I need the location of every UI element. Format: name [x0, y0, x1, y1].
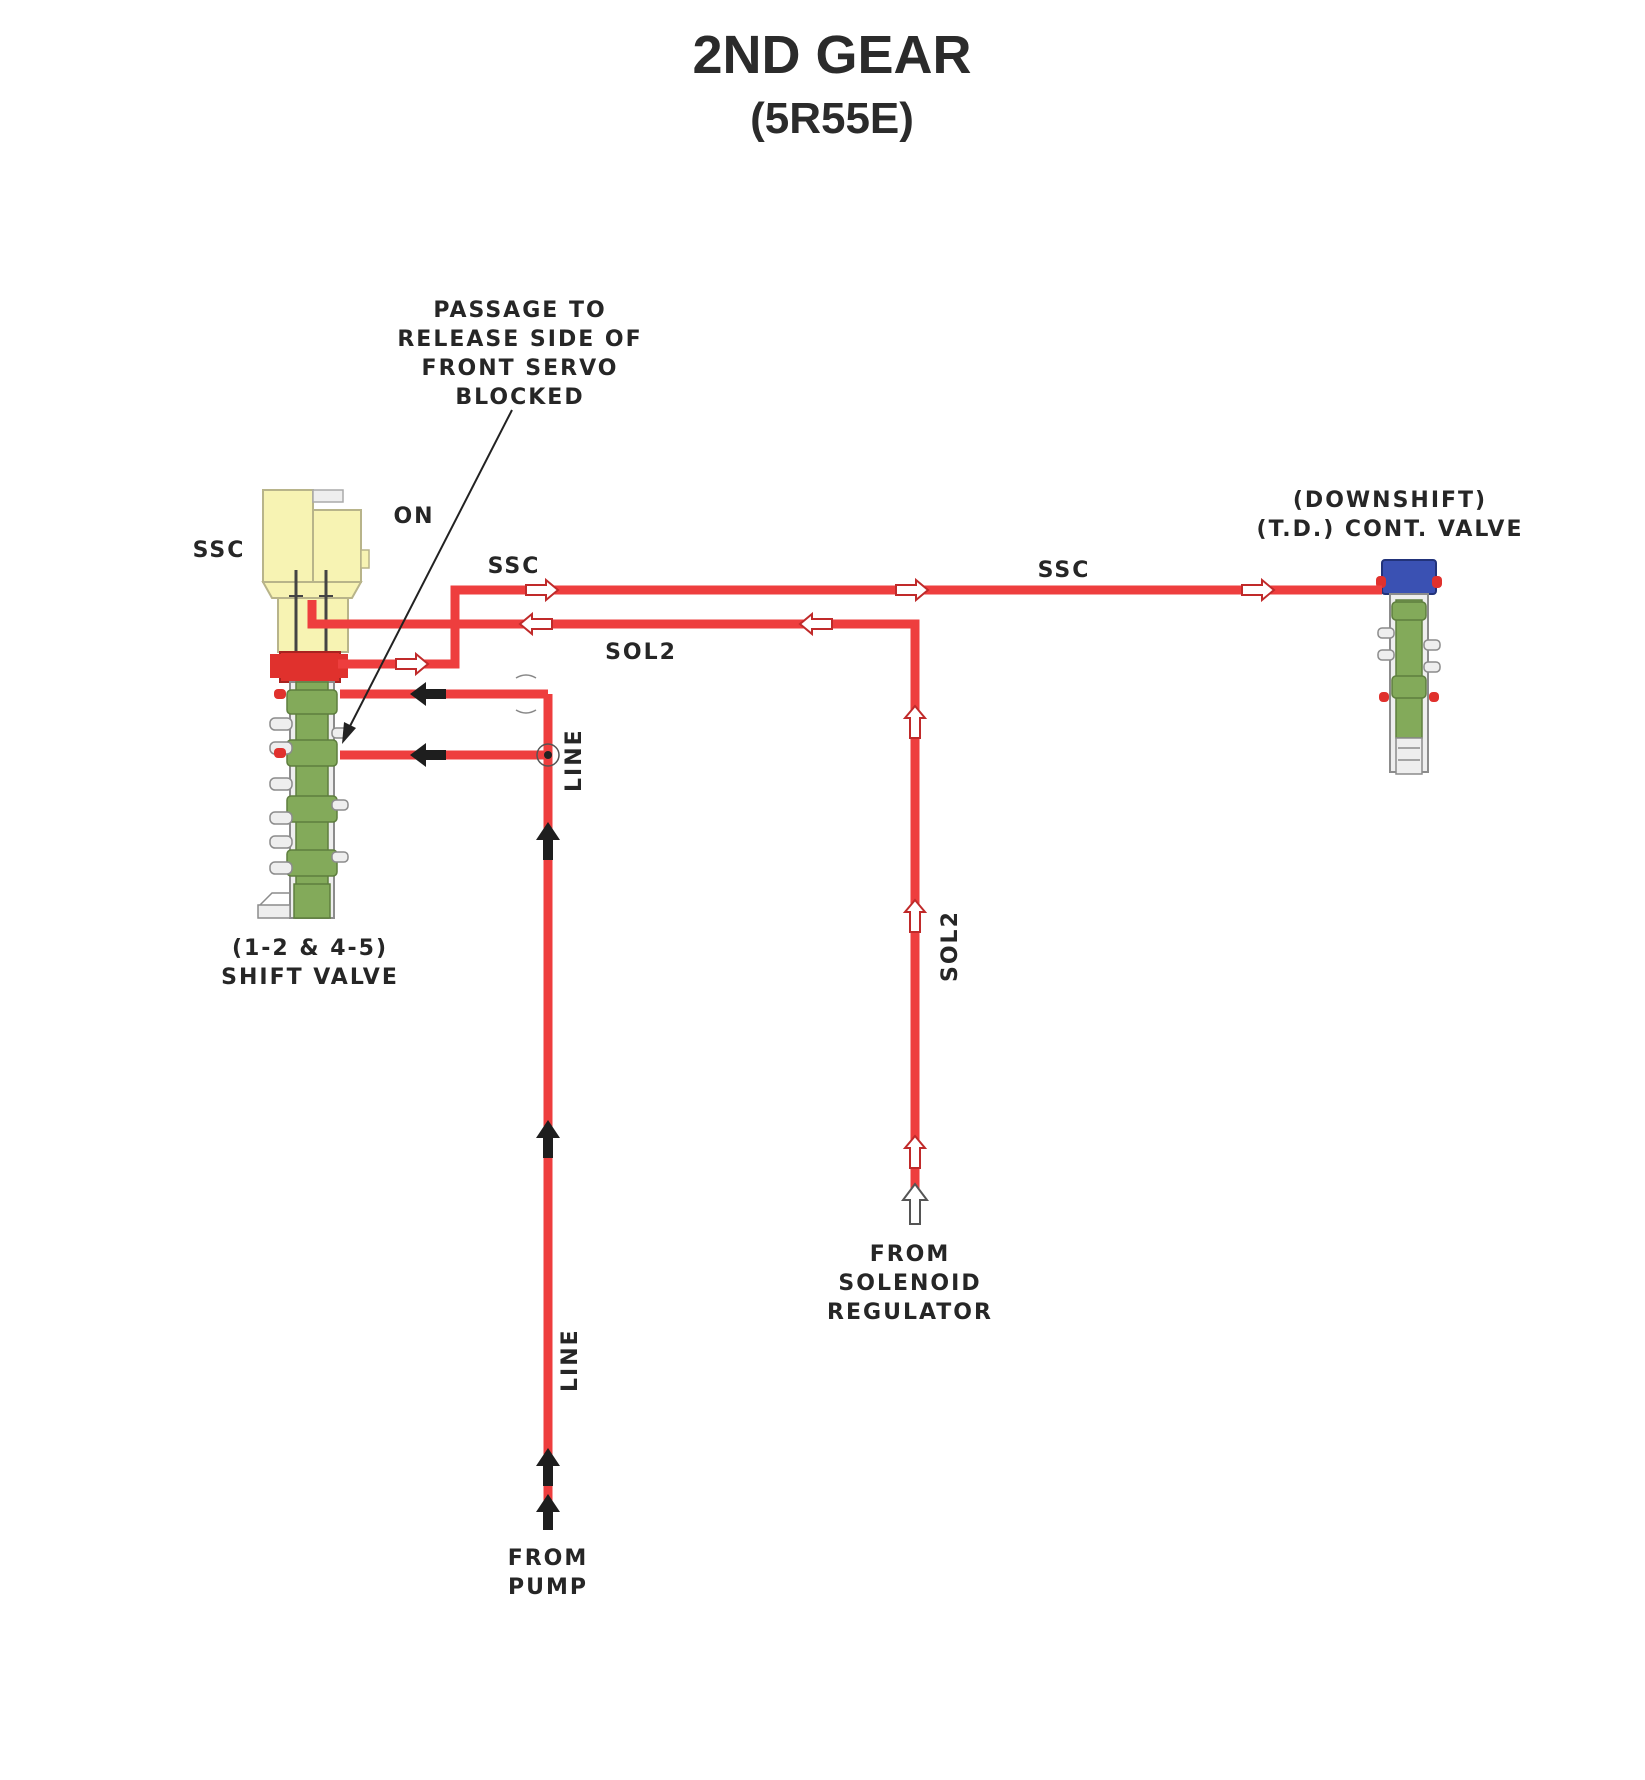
callout-line-4: BLOCKED — [455, 385, 585, 410]
sol2-arrow-5 — [902, 1134, 928, 1169]
sol2-arrow-4 — [902, 898, 928, 933]
passage-blocked-stub — [515, 674, 560, 767]
sol2-inlet-arrow — [901, 1182, 929, 1225]
line-arrow-v3 — [536, 1448, 560, 1486]
line-arrow-v1 — [536, 822, 560, 860]
flow-arrows — [395, 577, 1276, 1530]
diagram-title: 2ND GEAR — [692, 25, 972, 85]
callout-line-3: FRONT SERVO — [421, 356, 619, 381]
from-solenoid-label-3: REGULATOR — [827, 1300, 993, 1325]
downshift-valve-label-1: (DOWNSHIFT) — [1292, 488, 1488, 513]
downshift-valve-label-2: (T.D.) CONT. VALVE — [1256, 517, 1524, 542]
ssc-passage-label-upper: SSC — [487, 554, 541, 579]
ssc-passage-label-right: SSC — [1037, 558, 1091, 583]
sol2-arrow-3 — [902, 704, 928, 739]
ssc-arrow-4 — [395, 651, 430, 677]
sol2-arrow-1 — [518, 611, 553, 637]
diagram-subtitle: (5R55E) — [750, 94, 914, 143]
line-arrow-lower — [410, 743, 446, 767]
line-arrow-upper — [410, 682, 446, 706]
line-inlet-arrow — [536, 1494, 560, 1530]
sol2-arrow-2 — [798, 611, 833, 637]
from-solenoid-label-1: FROM — [869, 1242, 951, 1267]
from-solenoid-label-2: SOLENOID — [838, 1271, 982, 1296]
callout-line-1: PASSAGE TO — [433, 298, 607, 323]
shift-valve-label-2: SHIFT VALVE — [221, 965, 399, 990]
ssc-arrow-3 — [1241, 577, 1276, 603]
shift-valve-label-1: (1-2 & 4-5) — [231, 936, 389, 961]
shift-valve-1-2-4-5 — [257, 651, 349, 919]
downshift-control-valve — [1376, 559, 1442, 775]
from-pump-label-2: PUMP — [507, 1575, 588, 1600]
ssc-arrow-1 — [525, 577, 560, 603]
callout-line-2: RELEASE SIDE OF — [397, 327, 643, 352]
sol2-passage-label: SOL2 — [605, 640, 677, 665]
line-passage-label-upper: LINE — [562, 728, 587, 792]
ssc-arrow-2 — [895, 577, 930, 603]
sol2-vertical-label: SOL2 — [938, 910, 963, 982]
line-passage-label-lower: LINE — [558, 1328, 583, 1392]
from-pump-label-1: FROM — [507, 1546, 589, 1571]
ssc-solenoid-label: SSC — [192, 538, 246, 563]
fluid-passages — [307, 585, 1382, 1510]
solenoid-state-label: ON — [393, 504, 435, 529]
callout-leader — [342, 409, 513, 744]
line-arrow-v2 — [536, 1120, 560, 1158]
